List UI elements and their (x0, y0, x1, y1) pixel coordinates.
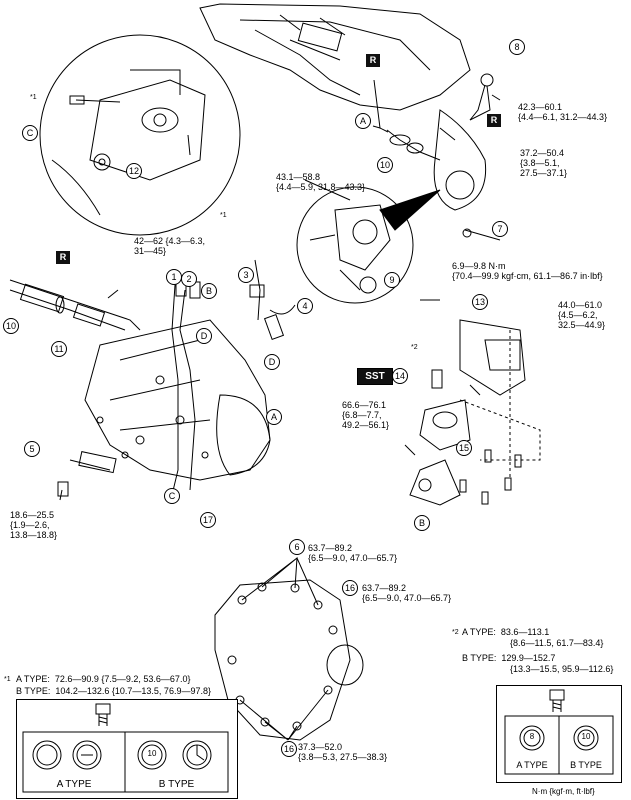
torque-spec-18: 18.6—25.5 {1.9—2.6, 13.8—18.8} (10, 510, 58, 540)
part-16-callout: 16 (342, 580, 358, 596)
part-7-callout: 7 (492, 221, 508, 237)
legend-right-b-type: B TYPE (570, 760, 602, 770)
letter-c-callout: C (22, 125, 38, 141)
letter-d-callout: D (196, 328, 212, 344)
torque-spec-42: 42—62 {4.3—6.3, 31—45} (134, 236, 206, 256)
torque-spec-6: 63.7—89.2 {6.5—9.0, 47.0—65.7} (308, 543, 398, 563)
part-13-callout: 13 (472, 294, 488, 310)
torque-spec-43: 43.1—58.8 {4.4—5.9, 31.8—43.3} (276, 172, 366, 192)
part-3-callout: 3 (238, 267, 254, 283)
reference-badge-r-left: R (56, 251, 70, 264)
torque-spec-37: 37.2—50.4 {3.8—5.1, 27.5—37.1} (520, 148, 568, 178)
legend-right-a-type: A TYPE (516, 760, 548, 770)
units-caption: N·m {kgf·m, ft·lbf} (532, 787, 595, 796)
letter-d-callout-2: D (264, 354, 280, 370)
letter-b-callout-2: B (414, 515, 430, 531)
part-6-callout: 6 (289, 539, 305, 555)
part-10-callout-2: 10 (3, 318, 19, 334)
detail-circle-knuckle (296, 186, 414, 304)
part-9-callout: 9 (384, 272, 400, 288)
transaxle-case (84, 319, 271, 481)
vehicle-body-outline (199, 3, 471, 111)
part-1-callout: 1 (166, 269, 182, 285)
star-marker-2: *2 (411, 344, 418, 351)
note-star-1: *1 (4, 676, 11, 683)
sst-badge: SST (357, 368, 393, 385)
part-11-callout: 11 (51, 341, 67, 357)
reference-badge-r-top: R (366, 54, 380, 67)
bolt-icon-right (504, 689, 614, 775)
torque-spec-16a: 63.7—89.2 {6.5—9.0, 47.0—65.7} (362, 583, 452, 603)
part-4-callout: 4 (297, 298, 313, 314)
legend-right-mark-a: 8 (529, 732, 535, 741)
bolt-type-legend-left: 10 A TYPE B TYPE (16, 699, 238, 799)
part-17-callout: 17 (200, 512, 216, 528)
legend-left-b-type: B TYPE (158, 779, 195, 790)
note-2-b-values: {13.3—15.5, 95.9—112.6} (510, 664, 614, 674)
part-16-callout-2: 16 (281, 741, 297, 757)
part-14-callout: 14 (392, 368, 408, 384)
note-1-b-type: B TYPE: 104.2—132.6 {10.7—13.5, 76.9—97.… (16, 686, 211, 696)
torque-spec-44: 44.0—61.0 {4.5—6.2, 32.5—44.9} (558, 300, 606, 330)
note-1-a-type: A TYPE: 72.6—90.9 {7.5—9.2, 53.6—67.0} (16, 674, 191, 684)
mount-14 (419, 399, 471, 451)
torque-spec-66: 66.6—76.1 {6.8—7.7, 49.2—56.1} (342, 400, 390, 430)
part-15-callout: 15 (456, 440, 472, 456)
letter-c-callout-2: C (164, 488, 180, 504)
legend-right-mark-b: 10 (581, 732, 591, 741)
bolt-icon (22, 703, 229, 793)
note-2-a-type: A TYPE: 83.6—113.1 (462, 627, 550, 637)
reference-badge-r-right: R (487, 114, 501, 127)
letter-b-callout: B (201, 283, 217, 299)
part-8-callout: 8 (509, 39, 525, 55)
note-star-2: *2 (452, 629, 459, 636)
callout-wedge (379, 189, 441, 231)
torque-spec-8: 42.3—60.1 {4.4—6.1, 31.2—44.3} (518, 102, 608, 122)
drive-shaft-left (9, 279, 141, 331)
letter-a-callout: A (355, 113, 371, 129)
detail-circle-mount (39, 34, 241, 236)
bolt-type-legend-right: 8 10 A TYPE B TYPE (496, 685, 622, 783)
torque-spec-16b: 37.3—52.0 {3.8—5.3, 27.5—38.3} (298, 742, 388, 762)
star-marker-1: *1 (30, 94, 37, 101)
note-2-a-values: {8.6—11.5, 61.7—83.4} (510, 638, 604, 648)
bracket-13 (459, 319, 526, 396)
housing-plate (214, 579, 351, 741)
legend-left-mark-b: 10 (147, 749, 157, 758)
part-2-callout: 2 (181, 271, 197, 287)
note-2-b-type: B TYPE: 129.9—152.7 (462, 653, 556, 663)
star-marker-1b: *1 (220, 212, 227, 219)
legend-left-a-type: A TYPE (56, 779, 92, 790)
part-12-callout: 12 (126, 163, 142, 179)
letter-a-callout-2: A (266, 409, 282, 425)
mount-15 (409, 459, 461, 506)
part-10-callout: 10 (377, 157, 393, 173)
torque-spec-6-9: 6.9—9.8 N·m {70.4—99.9 kgf·cm, 61.1—86.7… (452, 261, 603, 281)
part-5-callout: 5 (24, 441, 40, 457)
